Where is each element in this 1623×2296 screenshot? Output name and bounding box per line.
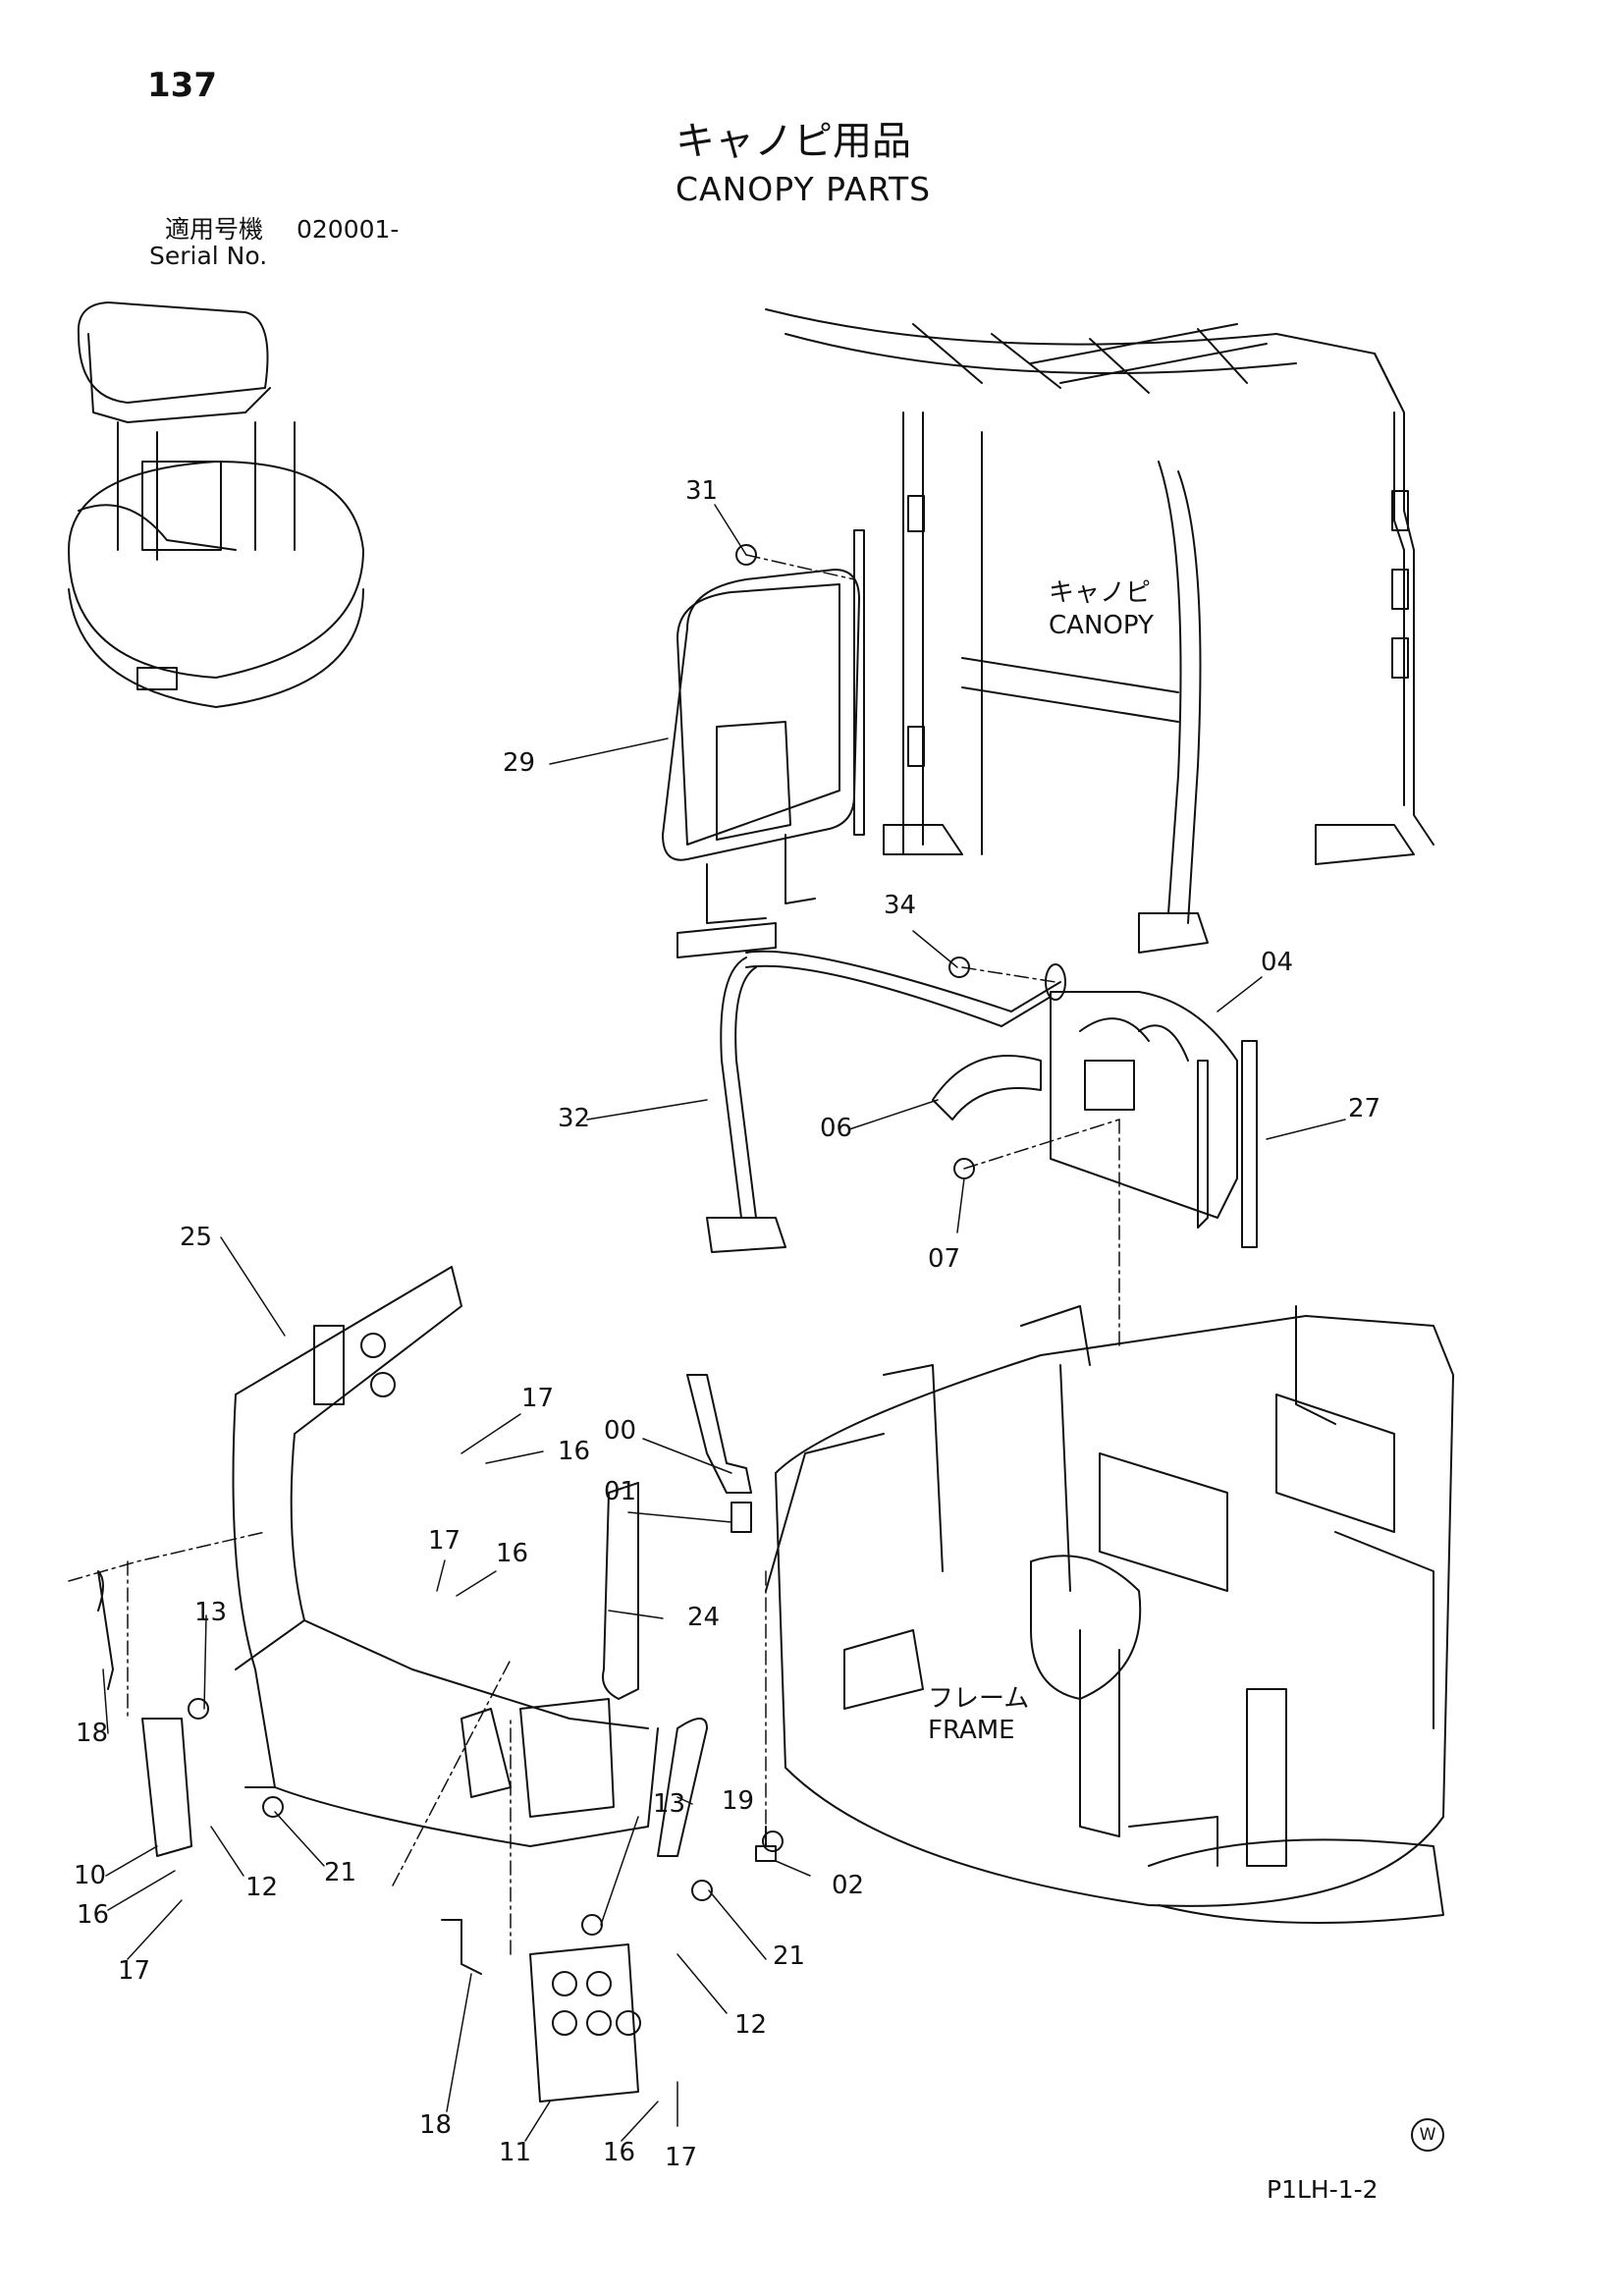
machine-thumbnail	[68, 301, 364, 708]
part-11-lamp	[529, 1943, 641, 2103]
callout-07: 07	[928, 1244, 960, 1274]
callout-06: 06	[820, 1114, 852, 1143]
part-04-bracket	[1050, 991, 1238, 1229]
revolving-frame	[765, 1305, 1454, 1924]
part-06-seal	[932, 1055, 1042, 1121]
part-27-strip	[1241, 1040, 1258, 1248]
callout-12b: 12	[734, 2010, 767, 2040]
callout-16d: 16	[603, 2138, 635, 2167]
callout-16b: 16	[496, 1539, 528, 1568]
serial-label-jp: 適用号機	[165, 215, 264, 244]
callout-17c: 17	[118, 1956, 150, 1986]
part-29-handrail	[662, 529, 865, 958]
callout-17d: 17	[665, 2143, 697, 2172]
canopy-frame	[765, 308, 1434, 954]
callout-13b: 13	[653, 1789, 685, 1819]
serial-label-en: Serial No.	[149, 242, 268, 270]
callout-17b: 17	[428, 1526, 460, 1556]
part-24-cover	[602, 1482, 639, 1700]
part-18-connector	[441, 1919, 482, 1975]
callout-10: 10	[74, 1861, 106, 1890]
callout-18b: 18	[419, 2110, 452, 2140]
callout-12a: 12	[245, 1873, 278, 1902]
callout-21b: 21	[773, 1941, 805, 1971]
page-number: 137	[147, 66, 217, 105]
callout-31: 31	[685, 476, 718, 506]
page-title-en: CANOPY PARTS	[676, 170, 932, 208]
leader-lines	[102, 504, 1346, 2142]
alignment-lines	[68, 554, 1120, 1955]
callout-11: 11	[499, 2138, 531, 2167]
callout-01: 01	[604, 1477, 636, 1506]
callout-21a: 21	[324, 1858, 356, 1887]
part-25-counterweight	[232, 1266, 659, 1847]
callout-25: 25	[180, 1223, 212, 1252]
callout-13a: 13	[194, 1598, 227, 1627]
callout-04: 04	[1261, 948, 1293, 977]
callout-29: 29	[503, 748, 535, 778]
callout-18a: 18	[76, 1719, 108, 1748]
page-title-jp: キャノピ用品	[676, 119, 911, 164]
part-19-cover	[657, 1718, 708, 1857]
bolts	[188, 544, 975, 1936]
w-mark: W	[1411, 2118, 1444, 2152]
canopy-label-en: CANOPY	[1049, 611, 1154, 640]
frame-label-en: FRAME	[928, 1716, 1015, 1745]
callout-24: 24	[687, 1603, 720, 1632]
callout-27: 27	[1348, 1094, 1380, 1123]
callout-16a: 16	[558, 1437, 590, 1466]
callout-19: 19	[722, 1786, 754, 1816]
callout-00: 00	[604, 1416, 636, 1446]
serial-value: 020001-	[297, 215, 400, 244]
callout-17a: 17	[521, 1384, 554, 1413]
callout-32: 32	[558, 1104, 590, 1133]
callout-34: 34	[884, 891, 916, 920]
frame-label-jp: フレーム	[928, 1684, 1029, 1714]
canopy-label-jp: キャノピ	[1049, 578, 1151, 608]
part-32-pipe-rail	[706, 950, 1066, 1253]
callout-02: 02	[832, 1871, 864, 1900]
callout-16c: 16	[77, 1900, 109, 1930]
part-00-bracket	[686, 1374, 752, 1533]
drawing-code: P1LH-1-2	[1267, 2175, 1379, 2204]
part-10-bracket	[97, 1570, 192, 1857]
